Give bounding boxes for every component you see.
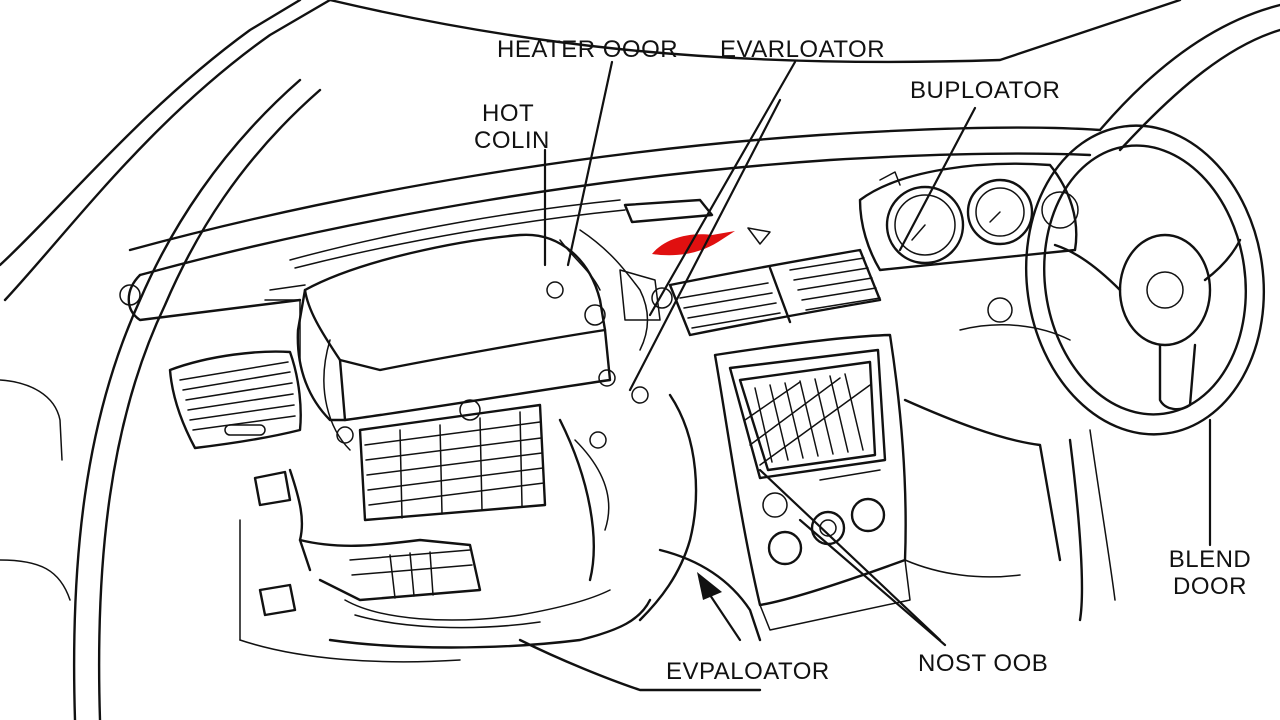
evarloator-label: EVARLOATOR	[720, 36, 886, 63]
heater-door-label: HEATER OOOR	[497, 36, 679, 63]
hot-colin-label-line1: HOT	[482, 100, 535, 127]
blend-door-label-line2: DOOR	[1173, 573, 1247, 600]
highlight-marker	[652, 231, 735, 256]
center-air-vents	[668, 248, 882, 337]
leader-lines	[543, 60, 1212, 647]
steering-wheel	[959, 124, 1266, 436]
blend-door-label-line1: BLEND	[1168, 546, 1252, 573]
lower-module	[239, 418, 652, 663]
windshield	[328, 0, 1280, 152]
center-stack	[713, 333, 911, 631]
buploator-label: BUPLOATOR	[910, 77, 1061, 104]
dashboard-top	[119, 126, 1102, 322]
left-air-vent	[168, 350, 302, 450]
instrument-cluster	[858, 162, 1079, 272]
evpaloator-label: EVPALOATOR	[666, 658, 830, 685]
heater-box	[264, 229, 673, 522]
right-lower-dash	[903, 398, 1116, 622]
console-lower	[518, 393, 762, 692]
nost-oob-label: NOST OOB	[918, 650, 1049, 677]
door-frame	[0, 0, 332, 720]
hot-colin-label-line2: COLIN	[474, 127, 550, 154]
